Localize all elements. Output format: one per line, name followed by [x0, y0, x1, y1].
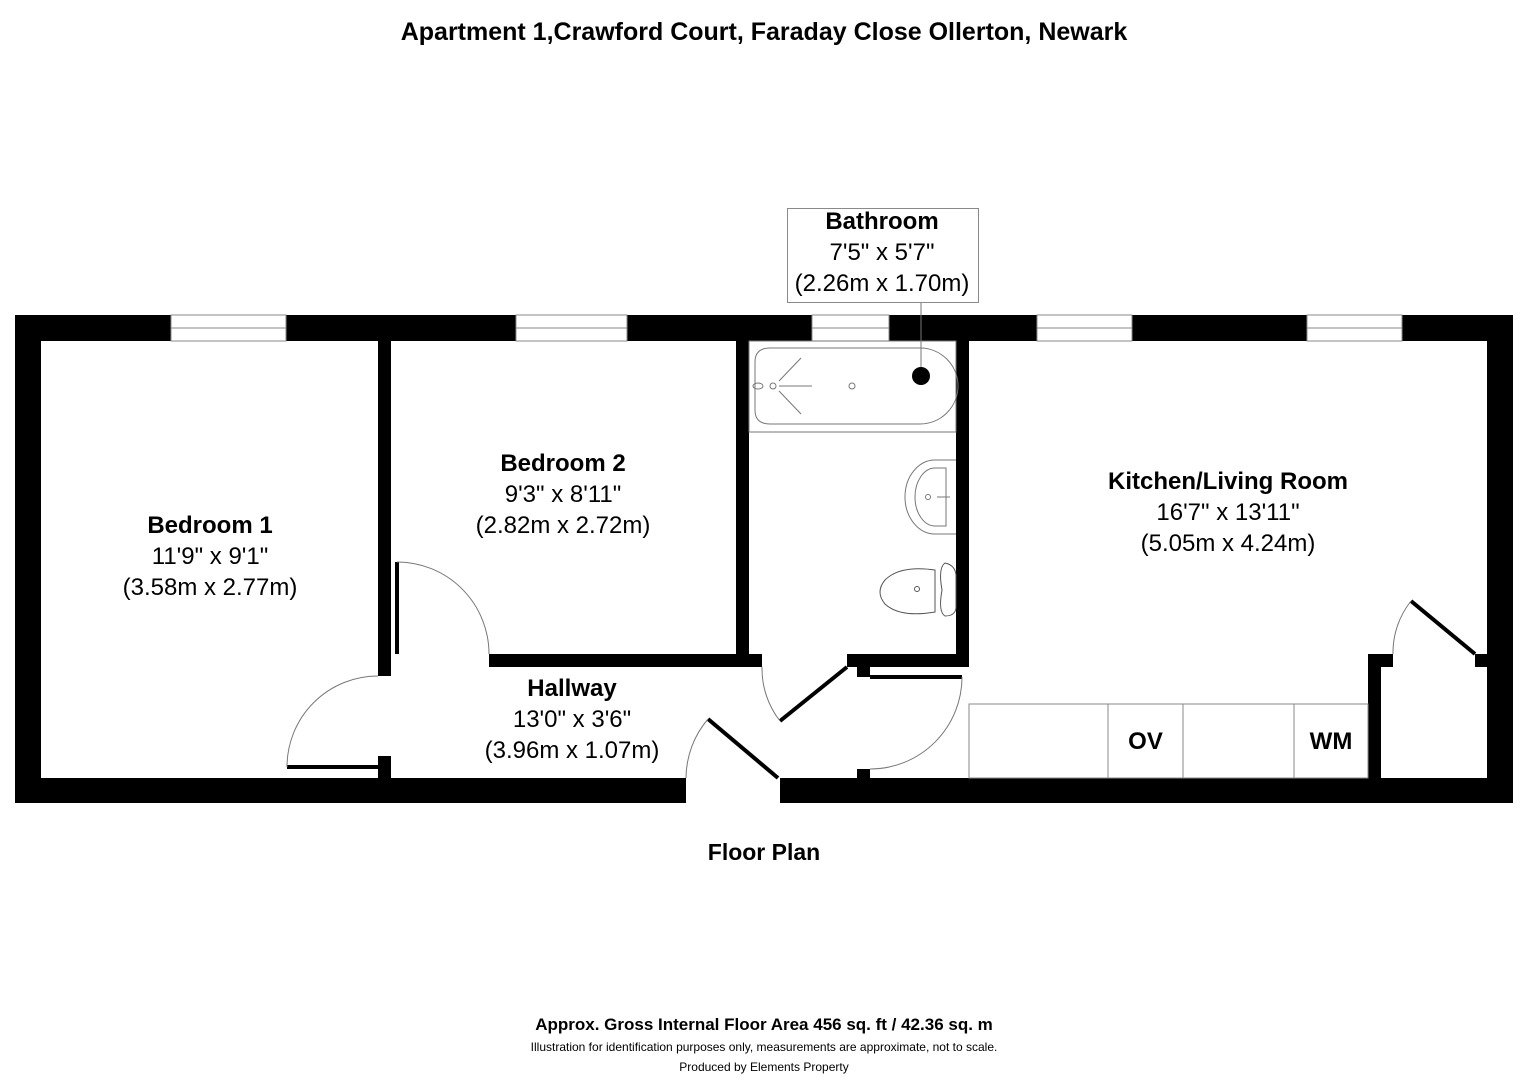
room-label-bedroom-1: Bedroom 1 11'9" x 9'1" (3.58m x 2.77m): [60, 510, 360, 603]
room-name: Bedroom 1: [147, 512, 273, 539]
room-dim-metric: (2.82m x 2.72m): [475, 512, 651, 539]
room-dim-imperial: 9'3" x 8'11": [504, 481, 622, 508]
disclaimer-text: Illustration for identification purposes…: [530, 1040, 998, 1054]
producer-text: Produced by Elements Property: [679, 1060, 849, 1074]
bathtub: [748, 340, 959, 433]
property-title: Apartment 1,Crawford Court, Faraday Clos…: [400, 18, 1128, 46]
room-label-bathroom: Bathroom 7'5" x 5'7" (2.26m x 1.70m): [787, 206, 977, 299]
toilet: [879, 562, 957, 617]
room-dim-metric: (5.05m x 4.24m): [1140, 530, 1316, 557]
room-dim-imperial: 13'0" x 3'6": [512, 706, 632, 733]
floor-plan-caption: Floor Plan: [707, 839, 821, 865]
internal-walls: [378, 341, 1487, 778]
room-dim-imperial: 16'7" x 13'11": [1156, 499, 1300, 526]
room-dim-metric: (3.96m x 1.07m): [484, 737, 660, 764]
room-dim-metric: (2.26m x 1.70m): [794, 270, 970, 297]
room-name: Hallway: [527, 675, 617, 702]
doors: [286, 561, 1477, 780]
room-name: Bedroom 2: [500, 450, 626, 477]
bath-drain-icon: [912, 367, 930, 385]
windows: [170, 314, 1403, 342]
bathroom-label-box: [787, 208, 979, 303]
room-name: Kitchen/Living Room: [1108, 468, 1348, 495]
oven-label: OV: [1128, 728, 1163, 755]
floor-area-text: Approx. Gross Internal Floor Area 456 sq…: [535, 1015, 993, 1034]
room-label-bedroom-2: Bedroom 2 9'3" x 8'11" (2.82m x 2.72m): [413, 448, 713, 541]
room-label-kitchen-living-room: Kitchen/Living Room 16'7" x 13'11" (5.05…: [1078, 466, 1378, 559]
room-dim-imperial: 7'5" x 5'7": [829, 239, 935, 266]
room-dim-imperial: 11'9" x 9'1": [151, 543, 269, 570]
washing-machine-label: WM: [1309, 728, 1353, 755]
washbasin: [904, 459, 956, 535]
room-name: Bathroom: [825, 208, 939, 235]
kitchen-units: [968, 703, 1369, 779]
outer-walls: [15, 315, 1513, 803]
room-dim-metric: (3.58m x 2.77m): [122, 574, 298, 601]
room-label-hallway: Hallway 13'0" x 3'6" (3.96m x 1.07m): [422, 673, 722, 766]
footer: Approx. Gross Internal Floor Area 456 sq…: [0, 1015, 1528, 1074]
